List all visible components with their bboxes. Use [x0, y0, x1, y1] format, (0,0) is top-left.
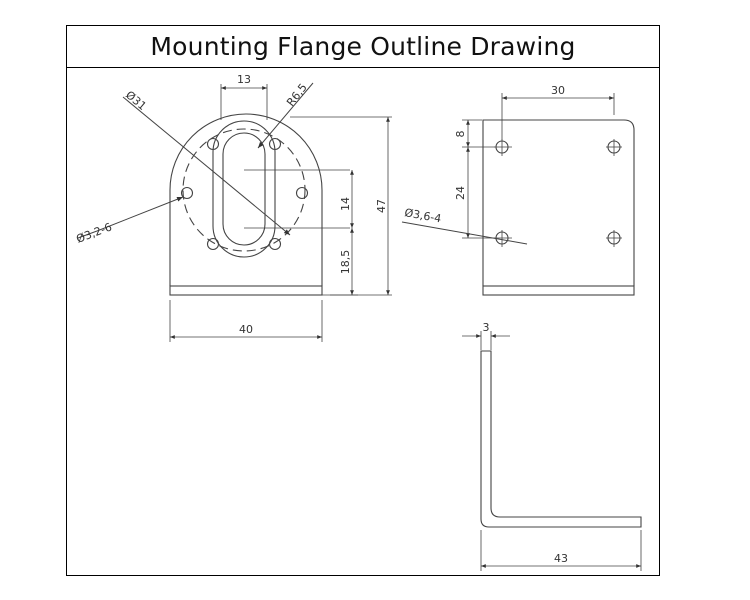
- dim-hole-spacing-y: 24: [454, 186, 467, 200]
- dim-edge-offset: 8: [454, 131, 467, 138]
- side-hole: [494, 139, 512, 156]
- hole-leader: [96, 196, 184, 232]
- dim-hole-spec-side: Ø3,6-4: [403, 206, 442, 225]
- dim-hole-spec-front: Ø3,2-6: [74, 220, 113, 245]
- flange-base: [169, 285, 323, 296]
- dim-center-height: 18,5: [339, 250, 352, 275]
- side-base: [482, 285, 635, 296]
- slot-inner: [222, 132, 266, 246]
- bolt-circle: [182, 128, 306, 252]
- side-view: [401, 93, 635, 296]
- radius-leader: [257, 82, 314, 149]
- mount-hole: [268, 137, 282, 151]
- title-bar: Mounting Flange Outline Drawing: [67, 26, 659, 68]
- dim-leg-length: 43: [554, 552, 568, 565]
- mount-hole: [180, 186, 194, 200]
- side-hole: [494, 230, 512, 247]
- dim-hole-spacing-x: 30: [551, 84, 565, 97]
- dim-slot-length: 14: [339, 197, 352, 211]
- mount-hole: [268, 237, 282, 251]
- side-hole: [606, 139, 622, 156]
- mount-hole: [295, 186, 309, 200]
- dim-width-bottom: 40: [239, 323, 253, 336]
- dim-slot-width: 13: [237, 73, 251, 86]
- section-view: [462, 331, 642, 571]
- flange-outline: [169, 113, 323, 286]
- slot-outer: [212, 120, 276, 258]
- dim-corner-radius: R6,5: [284, 81, 310, 109]
- dim-thickness: 3: [483, 321, 490, 334]
- dim-total-height: 47: [375, 199, 388, 213]
- mount-hole: [206, 137, 220, 151]
- mount-hole: [206, 237, 220, 251]
- drawing-title: Mounting Flange Outline Drawing: [150, 32, 576, 61]
- side-hole: [606, 230, 622, 247]
- bolt-circle-leader: [122, 96, 291, 236]
- l-profile: [480, 350, 642, 528]
- side-plate: [482, 119, 635, 286]
- front-view: [77, 82, 392, 342]
- side-hole-leader: [401, 221, 528, 245]
- dim-bolt-circle: Ø31: [123, 88, 149, 113]
